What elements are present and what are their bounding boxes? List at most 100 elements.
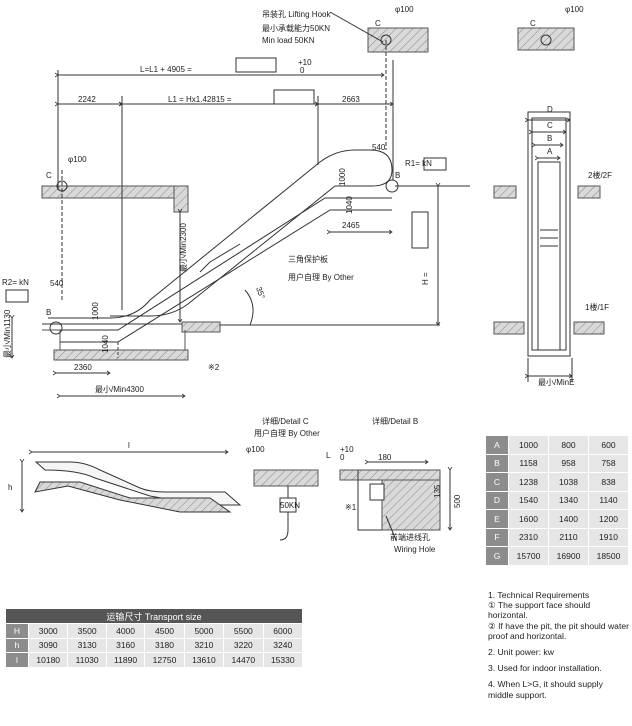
spec-key: D [485, 490, 509, 510]
label-floor1: 1楼/1F [585, 302, 609, 312]
transport-cell: 3500 [67, 623, 107, 639]
note-4: 4. When L>G, it should supply middle sup… [488, 679, 603, 700]
dim-540-top: 540 [372, 143, 386, 152]
dim-2360: 2360 [74, 363, 92, 372]
label-b-right: B [395, 171, 400, 180]
label-c-left: C [46, 171, 52, 180]
label-tolerance-plus-b: +10 [340, 445, 354, 454]
label-phi100-front: φ100 [565, 5, 584, 14]
spec-cell: 600 [588, 435, 629, 455]
label-r1: R1= kN [405, 159, 432, 168]
transport-cell: 13610 [183, 652, 225, 668]
spec-cell: 15700 [508, 546, 549, 566]
escalator-handrail [48, 149, 393, 319]
label-min2300: 最小/Min2300 [179, 223, 188, 272]
label-c-front: C [530, 19, 536, 28]
dim-d: D [547, 105, 553, 114]
side-elevation [5, 11, 470, 396]
label-min4300: 最小/Min4300 [95, 385, 144, 394]
note-3: 3. Used for indoor installation. [488, 663, 602, 674]
dim-1000-bottom: 1000 [91, 302, 100, 320]
label-min-load-en: Min load 50KN [262, 36, 315, 45]
transport-cell: 3220 [223, 637, 264, 653]
label-h-small: h [8, 483, 12, 492]
label-l1-formula: L1 = Hx1.42815 = [168, 95, 232, 104]
spec-cell: 1340 [548, 490, 589, 510]
dim-1040-bottom: 1040 [101, 335, 110, 353]
transport-cell: 14470 [223, 652, 264, 668]
transport-cell: 10180 [27, 652, 69, 668]
label-l-mark: L [326, 451, 331, 460]
label-note2: ※2 [208, 363, 220, 372]
spec-cell: 1000 [508, 435, 549, 455]
transport-cell: 5000 [183, 623, 225, 639]
spec-cell: 16900 [548, 546, 589, 566]
transport-view [22, 452, 242, 512]
transport-cell: 4000 [105, 623, 146, 639]
spec-cell: 2310 [508, 527, 549, 547]
transport-cell: 15330 [262, 652, 304, 668]
transport-cell: 12750 [144, 652, 185, 668]
transport-cell: 3180 [144, 637, 185, 653]
spec-cell: 1200 [588, 509, 629, 529]
label-note1: ※1 [345, 503, 357, 512]
transport-cell: 5500 [223, 623, 264, 639]
transport-cell: 3240 [262, 637, 304, 653]
label-triangle-guard: 三角保护板 [288, 254, 328, 264]
transport-cell: 11030 [67, 652, 107, 668]
label-tolerance-plus: +10 [298, 58, 312, 67]
upper-floor-slab [41, 185, 189, 199]
spec-cell: 1158 [508, 453, 549, 473]
label-by-other: 用户自理 By Other [288, 272, 354, 282]
spec-cell: 1238 [508, 472, 549, 492]
transport-title: 运输尺寸 Transport size [5, 608, 303, 624]
note-1a: ① The support face should horizontal. [488, 600, 591, 621]
transport-cell: 11890 [105, 652, 146, 668]
dim-a: A [547, 147, 553, 156]
dim-2465: 2465 [342, 221, 360, 230]
spec-cell: 958 [548, 453, 589, 473]
label-angle: 35° [254, 286, 267, 300]
label-detail-b: 详细/Detail B [372, 416, 418, 426]
technical-notes: 1. Technical Requirements ① The support … [488, 590, 630, 700]
transport-cell: 3160 [105, 637, 146, 653]
label-r2: R2= kN [2, 278, 29, 287]
spec-cell: 2110 [548, 527, 589, 547]
dim-500: 500 [453, 494, 462, 508]
note-1: 1. Technical Requirements [488, 590, 590, 600]
spec-cell: 1038 [548, 472, 589, 492]
label-h-eq: H = [421, 272, 430, 285]
label-floor2: 2楼/2F [588, 170, 612, 180]
front-view [493, 27, 605, 382]
dim-c: C [547, 121, 553, 130]
spec-cell: 800 [548, 435, 589, 455]
dim-135: 135 [433, 484, 442, 498]
spec-cell: 1400 [548, 509, 589, 529]
label-lifting-hook: 吊装孔 Lifting Hook [262, 9, 331, 19]
transport-cell: 4500 [144, 623, 185, 639]
spec-key: C [485, 472, 509, 492]
note-1b: ② If have the pit, the pit should water … [488, 620, 629, 641]
label-min1130: 最小/Min1130 [3, 309, 12, 358]
dim-540-bottom: 540 [50, 279, 64, 288]
label-phi100-detail-c: φ100 [246, 445, 265, 454]
transport-cell: 3000 [27, 623, 69, 639]
dim-2242: 2242 [78, 95, 96, 104]
spec-key: E [485, 509, 509, 529]
transport-cell: 3090 [27, 637, 69, 653]
spec-cell: 758 [588, 453, 629, 473]
transport-cell: 3130 [67, 637, 107, 653]
label-tolerance-zero: 0 [300, 66, 305, 75]
spec-cell: 838 [588, 472, 629, 492]
label-b-left: B [46, 308, 51, 317]
lifting-hook-top [380, 34, 392, 46]
